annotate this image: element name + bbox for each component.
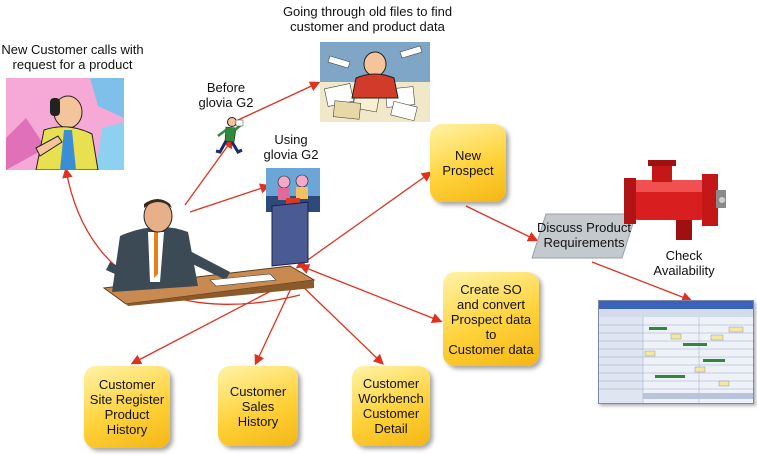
discuss-shape [531, 213, 637, 259]
check-availability-label: Check Availability [653, 248, 715, 278]
before-label: Before glovia G2 [198, 80, 254, 110]
old-files-label: Going through old files to find customer… [282, 4, 453, 34]
create-so-box: Create SO and convert Prospect data to C… [443, 272, 539, 366]
using-label: Using glovia G2 [263, 132, 319, 162]
gantt-screenshot-icon [599, 301, 753, 403]
man-at-computer-clipart [100, 196, 318, 306]
sales-history-box: Customer Sales History [218, 366, 298, 446]
new-customer-clipart [6, 78, 124, 170]
arrow-to-sales-history [254, 281, 295, 366]
new-customer-label: New Customer calls with request for a pr… [1, 42, 144, 72]
discuss-label: Discuss Product Requirements [537, 220, 631, 250]
arrow-to-workbench [297, 281, 384, 365]
workbench-box: Customer Workbench Customer Detail [352, 366, 430, 446]
new-prospect-box: New Prospect [430, 124, 506, 202]
arrow-to-before [184, 137, 234, 206]
arrow-to-using [189, 183, 271, 213]
arrow-to-site-register [130, 279, 293, 365]
arrow-to-screen [591, 261, 693, 303]
old-files-clipart [320, 42, 430, 122]
pump-icon [624, 160, 726, 240]
phone-caller-icon [6, 78, 124, 170]
site-register-box: Customer Site Register Product History [84, 366, 170, 448]
arrow-to-create-so [298, 264, 443, 323]
man-at-computer-icon [102, 199, 316, 306]
pump-clipart [616, 160, 728, 244]
availability-screen [598, 300, 754, 404]
running-man-clipart [214, 116, 244, 160]
arrow-to-old-files [237, 81, 321, 121]
arrow-to-discuss [465, 205, 539, 242]
arrow-to-new-prospect [295, 171, 433, 269]
running-man-icon [215, 117, 244, 154]
paper-pile-icon [320, 42, 430, 122]
